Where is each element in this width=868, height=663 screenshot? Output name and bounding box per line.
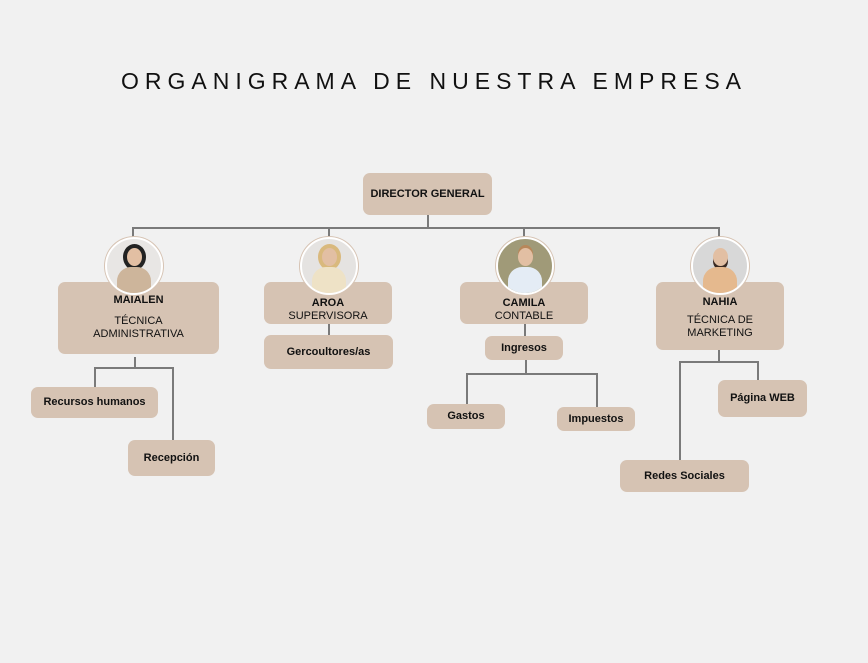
aroa-box[interactable]: AROA SUPERVISORA xyxy=(264,282,392,324)
gastos-box[interactable]: Gastos xyxy=(427,404,505,429)
person-role: TÉCNICA DE xyxy=(686,314,753,326)
connector xyxy=(718,350,720,361)
page-title: ORGANIGRAMA DE NUESTRA EMPRESA xyxy=(120,68,748,94)
connector xyxy=(757,361,759,380)
connector xyxy=(679,361,758,363)
person-name: MAIALEN xyxy=(113,294,164,306)
connector xyxy=(466,373,468,404)
impuestos-box[interactable]: Impuestos xyxy=(557,407,635,431)
connector xyxy=(94,367,173,369)
connector xyxy=(132,227,134,239)
connector xyxy=(132,227,719,229)
connector xyxy=(679,361,681,460)
avatar-camila xyxy=(496,237,554,295)
connector xyxy=(466,373,597,375)
person-role: CONTABLE xyxy=(494,310,554,322)
person-role: MARKETING xyxy=(687,327,753,339)
connector xyxy=(328,227,330,239)
avatar-aroa xyxy=(300,237,358,295)
recepcion-box[interactable]: Recepción xyxy=(128,440,215,476)
connector xyxy=(596,373,598,407)
person-name: AROA xyxy=(311,297,345,309)
connector xyxy=(718,227,720,239)
connector xyxy=(328,324,330,335)
person-name: CAMILA xyxy=(502,297,546,309)
person-role: ADMINISTRATIVA xyxy=(93,328,184,340)
connector xyxy=(172,367,174,440)
avatar-nahia xyxy=(691,237,749,295)
recursos-humanos-box[interactable]: Recursos humanos xyxy=(31,387,158,418)
redes-sociales-box[interactable]: Redes Sociales xyxy=(620,460,749,492)
ingresos-box[interactable]: Ingresos xyxy=(485,336,563,360)
connector xyxy=(427,215,429,227)
connector xyxy=(134,357,136,367)
person-role: TÉCNICA xyxy=(114,315,163,327)
connector xyxy=(94,367,96,387)
person-role: SUPERVISORA xyxy=(288,310,368,322)
pagina-web-box[interactable]: Página WEB xyxy=(718,380,807,417)
avatar-maialen xyxy=(105,237,163,295)
person-name: NAHIA xyxy=(702,296,738,308)
connector xyxy=(523,227,525,239)
connector xyxy=(524,324,526,336)
gercoultores-box[interactable]: Gercoultores/as xyxy=(264,335,393,369)
connector xyxy=(525,360,527,373)
director-general-box[interactable]: DIRECTOR GENERAL xyxy=(363,173,492,215)
